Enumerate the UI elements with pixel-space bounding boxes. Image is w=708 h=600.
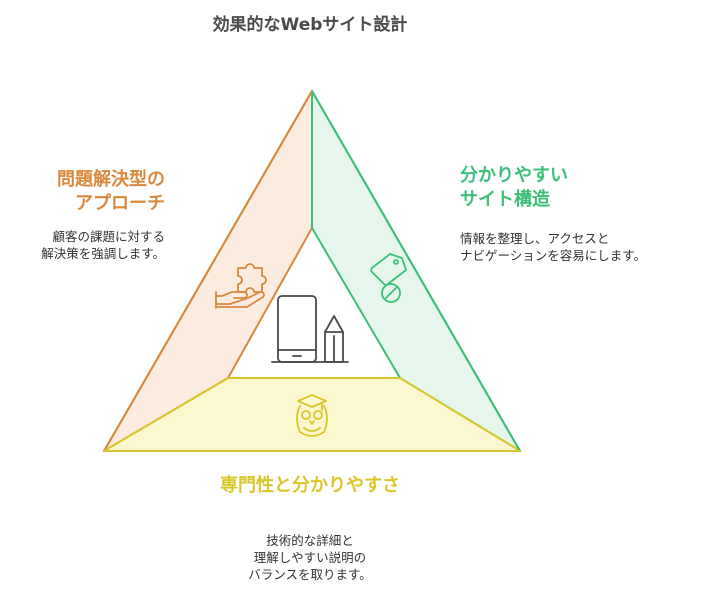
owl-icon xyxy=(296,394,328,437)
site-structure-description: 情報を整理し、アクセスと ナビゲーションを容易にします。 xyxy=(460,230,705,264)
desc-line: 技術的な詳細と xyxy=(266,533,354,548)
problem-solving-heading: 問題解決型の アプローチ xyxy=(20,168,165,216)
expertise-clarity-heading: 専門性と分かりやすさ xyxy=(0,474,620,498)
desc-line: 理解しやすい説明の xyxy=(253,550,367,565)
heading-line: 分かりやすい xyxy=(460,165,568,186)
problem-solving-description: 顧客の課題に対する 解決策を強調します。 xyxy=(0,228,165,262)
diagram-title: 効果的なWebサイト設計 xyxy=(212,15,408,35)
desc-line: 情報を整理し、アクセスと xyxy=(460,231,610,246)
heading-line: 問題解決型の xyxy=(57,169,165,190)
desc-line: ナビゲーションを容易にします。 xyxy=(460,248,647,263)
tag-icon xyxy=(370,253,407,303)
site-structure-heading: 分かりやすい サイト構造 xyxy=(460,164,680,212)
expertise-clarity-description: 技術的な詳細と 理解しやすい説明の バランスを取ります。 xyxy=(160,532,460,583)
heading-line: 専門性と分かりやすさ xyxy=(220,475,400,496)
desc-line: 顧客の課題に対する xyxy=(52,229,165,244)
heading-line: アプローチ xyxy=(75,193,165,214)
heading-line: サイト構造 xyxy=(460,189,550,210)
device-pencil-icon xyxy=(271,295,349,363)
desc-line: 解決策を強調します。 xyxy=(41,246,165,261)
desc-line: バランスを取ります。 xyxy=(248,567,372,582)
puzzle-hand-icon xyxy=(215,263,267,309)
